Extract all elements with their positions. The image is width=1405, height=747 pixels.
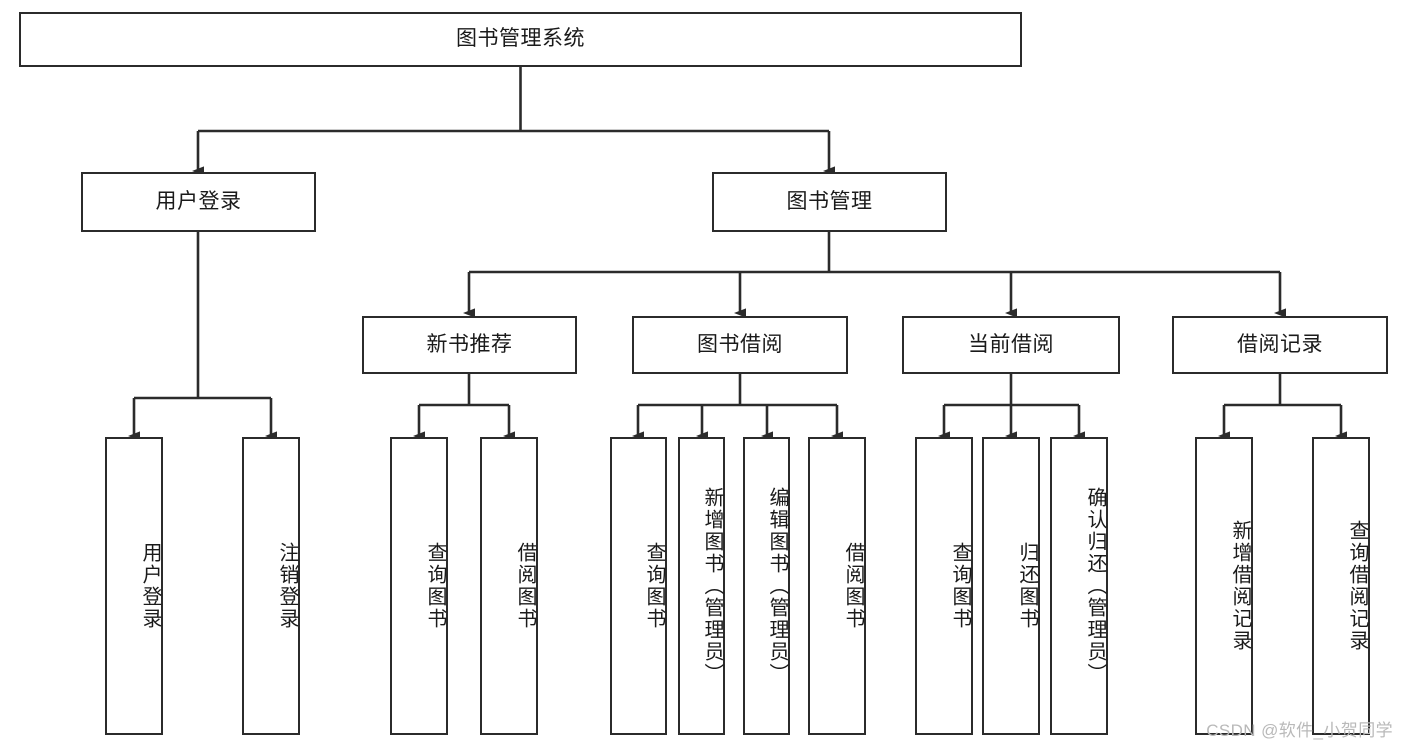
leaf-borrow-book[interactable]: 借阅图书 xyxy=(808,437,866,735)
node-current-borrow[interactable]: 当前借阅 xyxy=(902,316,1120,374)
node-borrow-record-label: 借阅记录 xyxy=(1237,332,1323,356)
leaf-edit-book-admin-label: 编辑图书（管理员） xyxy=(766,487,788,685)
leaf-borrow-book-recommend-label: 借阅图书 xyxy=(514,542,536,630)
node-book-manage-label: 图书管理 xyxy=(786,189,873,213)
leaf-add-book-admin-label: 新增图书（管理员） xyxy=(701,487,723,685)
leaf-return-book[interactable]: 归还图书 xyxy=(982,437,1040,735)
node-book-manage[interactable]: 图书管理 xyxy=(712,172,947,232)
leaf-query-book-borrow[interactable]: 查询图书 xyxy=(610,437,667,735)
node-book-borrow-label: 图书借阅 xyxy=(697,332,783,356)
node-new-book-recommend[interactable]: 新书推荐 xyxy=(362,316,577,374)
node-current-borrow-label: 当前借阅 xyxy=(968,332,1054,356)
leaf-query-borrow-record-label: 查询借阅记录 xyxy=(1346,520,1368,652)
leaf-edit-book-admin[interactable]: 编辑图书（管理员） xyxy=(743,437,790,735)
leaf-query-book-borrow-label: 查询图书 xyxy=(643,542,665,630)
leaf-add-book-admin[interactable]: 新增图书（管理员） xyxy=(678,437,725,735)
leaf-user-login-label: 用户登录 xyxy=(139,542,161,630)
node-user-login[interactable]: 用户登录 xyxy=(81,172,316,232)
leaf-query-borrow-record[interactable]: 查询借阅记录 xyxy=(1312,437,1370,735)
watermark: CSDN @软件_小贺同学 xyxy=(1206,721,1393,740)
node-book-borrow[interactable]: 图书借阅 xyxy=(632,316,848,374)
leaf-add-borrow-record[interactable]: 新增借阅记录 xyxy=(1195,437,1253,735)
node-new-book-recommend-label: 新书推荐 xyxy=(426,332,513,356)
leaf-query-book-current[interactable]: 查询图书 xyxy=(915,437,973,735)
leaf-query-book-current-label: 查询图书 xyxy=(949,542,971,630)
node-borrow-record[interactable]: 借阅记录 xyxy=(1172,316,1388,374)
node-root-label: 图书管理系统 xyxy=(456,27,585,51)
leaf-query-book-recommend[interactable]: 查询图书 xyxy=(390,437,448,735)
leaf-query-book-recommend-label: 查询图书 xyxy=(424,542,446,630)
leaf-add-borrow-record-label: 新增借阅记录 xyxy=(1229,520,1251,652)
node-root[interactable]: 图书管理系统 xyxy=(19,12,1022,67)
leaf-confirm-return-admin[interactable]: 确认归还（管理员） xyxy=(1050,437,1108,735)
leaf-confirm-return-admin-label: 确认归还（管理员） xyxy=(1084,487,1106,685)
leaf-user-login[interactable]: 用户登录 xyxy=(105,437,163,735)
leaf-borrow-book-label: 借阅图书 xyxy=(842,542,864,630)
leaf-return-book-label: 归还图书 xyxy=(1016,542,1038,630)
leaf-logout[interactable]: 注销登录 xyxy=(242,437,300,735)
leaf-logout-label: 注销登录 xyxy=(276,542,298,630)
node-user-login-label: 用户登录 xyxy=(155,189,242,213)
leaf-borrow-book-recommend[interactable]: 借阅图书 xyxy=(480,437,538,735)
